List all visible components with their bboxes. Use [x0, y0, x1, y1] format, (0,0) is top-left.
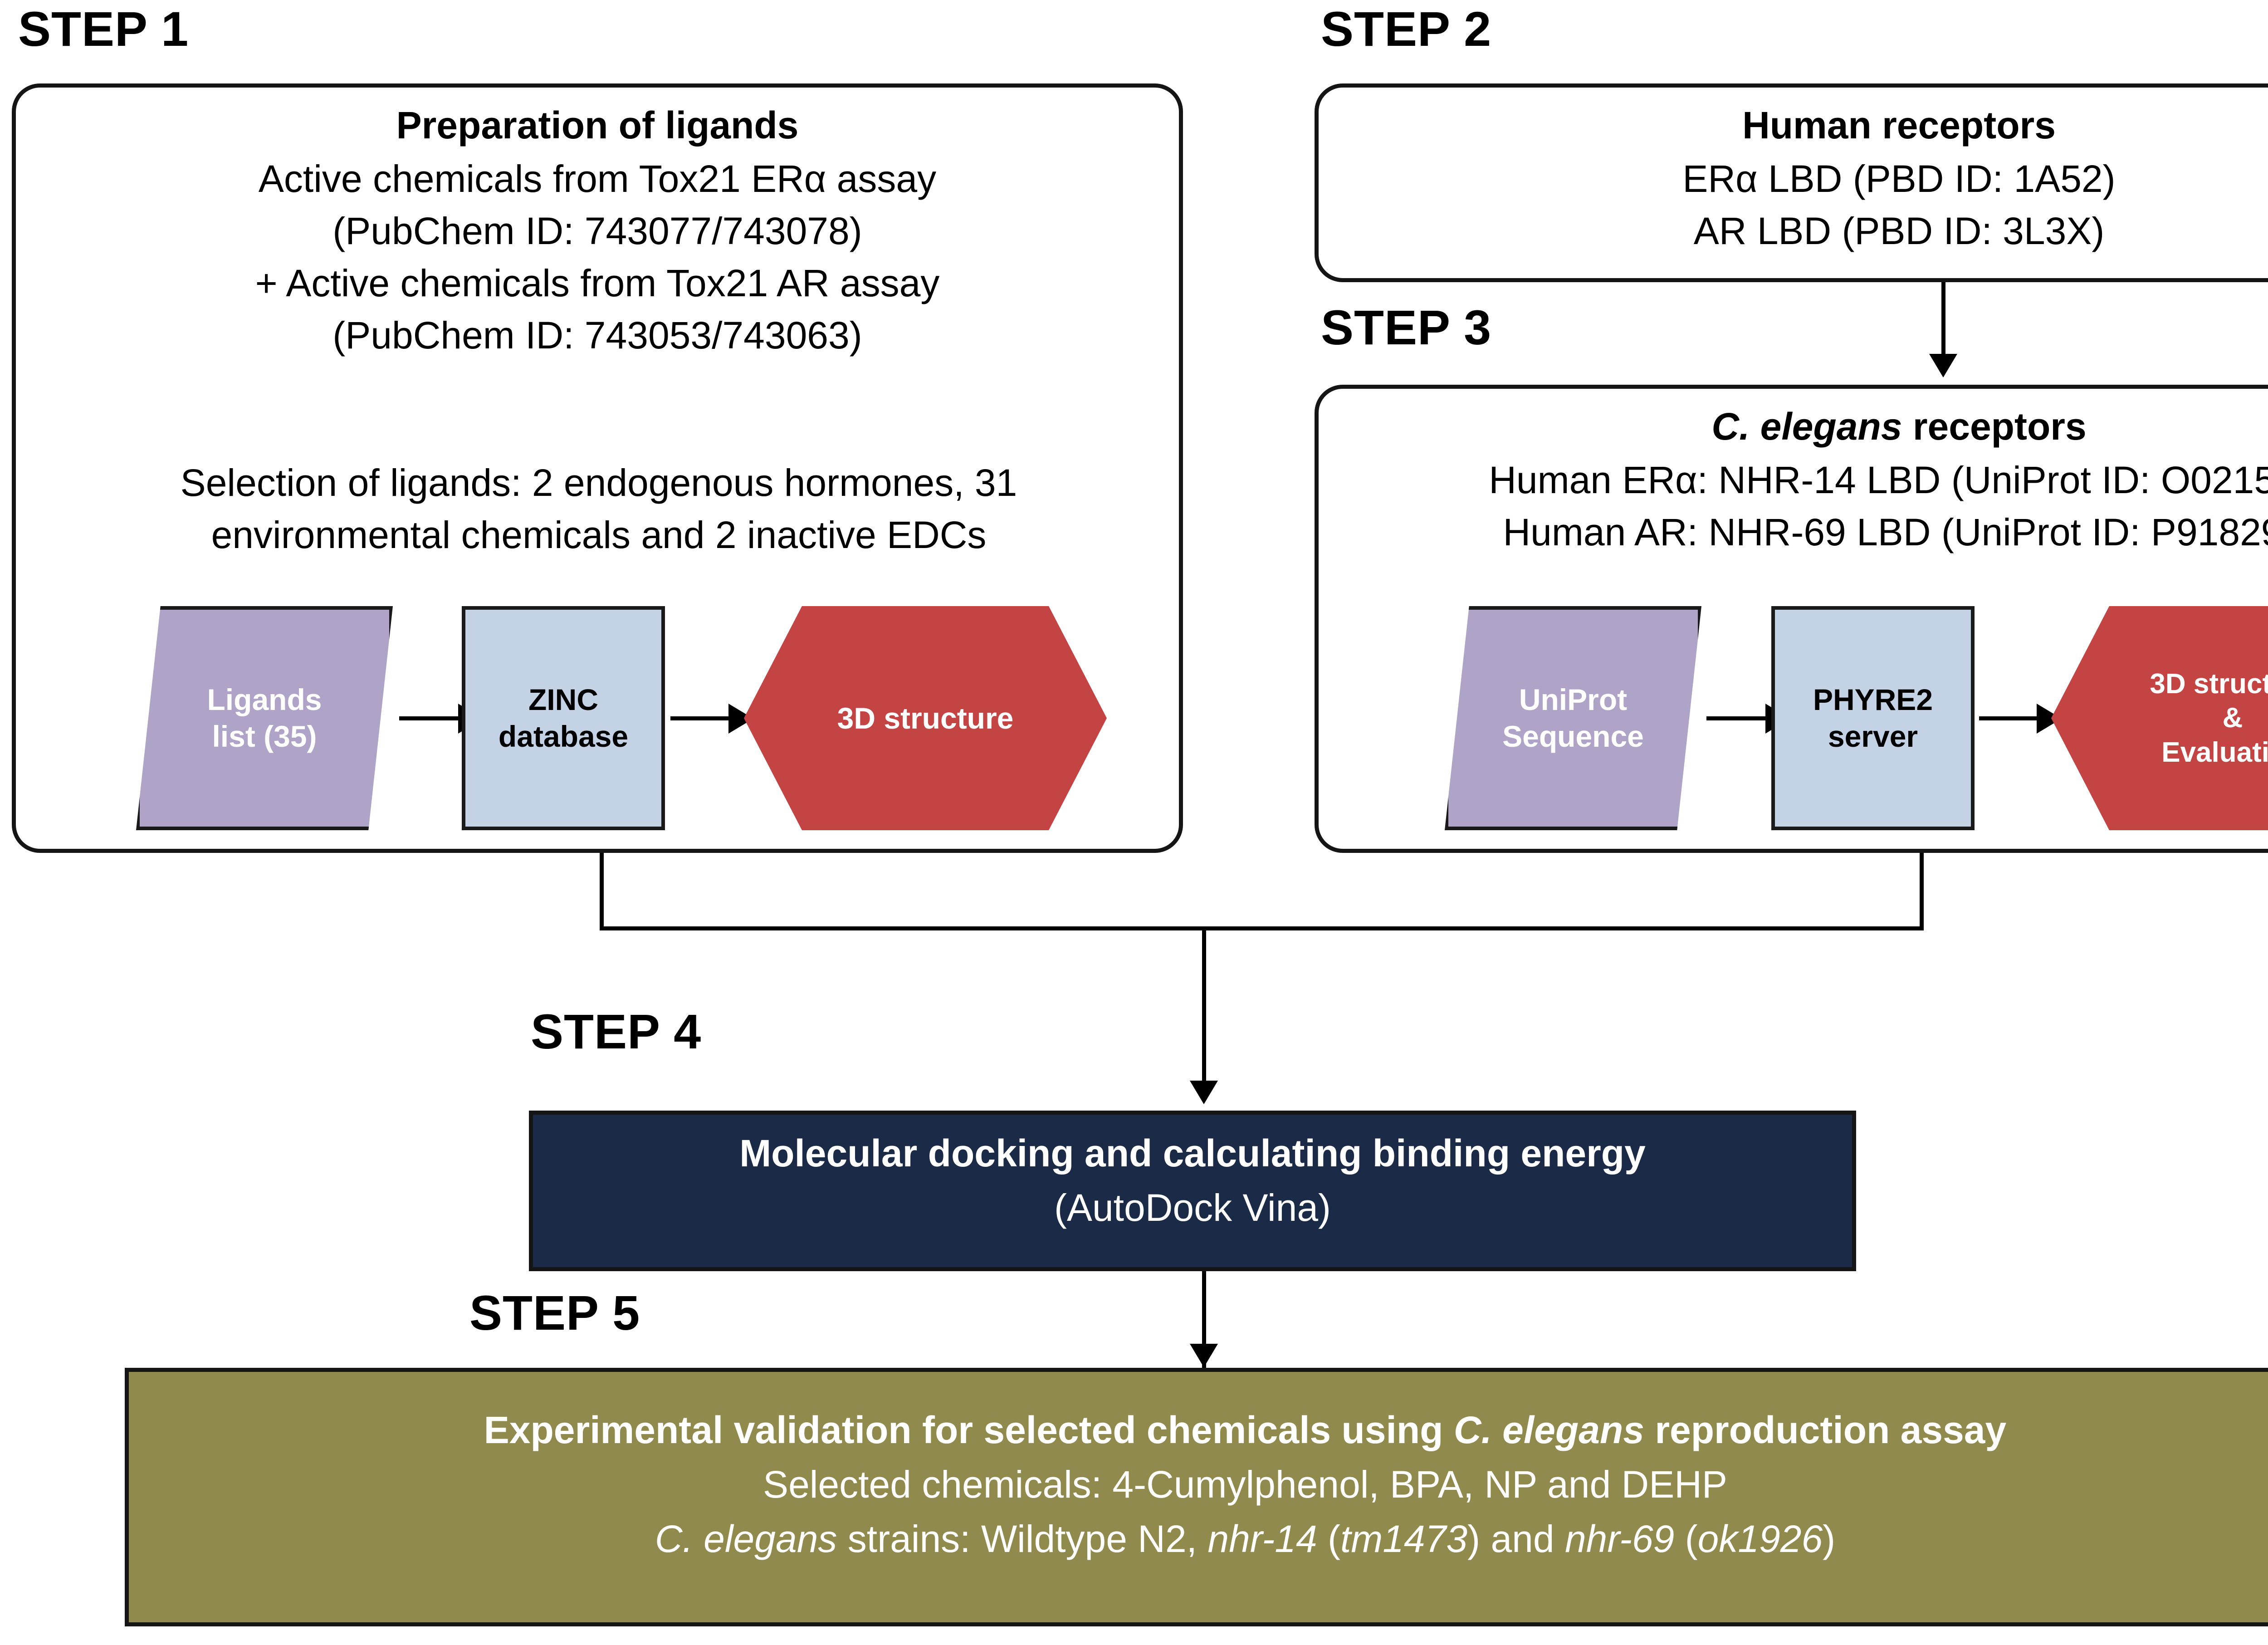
step-3-arrow-1-line — [1706, 716, 1783, 720]
step-3-arrow-2-line — [1979, 716, 2053, 720]
step-5-strains-line: C. elegans strains: Wildtype N2, nhr-14 … — [125, 1514, 2268, 1564]
step-5-label: STEP 5 — [469, 1285, 640, 1340]
step-1-node-ligands-list-line-2: list (35) — [212, 720, 317, 753]
step-4-title: Molecular docking and calculating bindin… — [739, 1132, 1646, 1175]
step-3-title-species: C. elegans — [1711, 405, 1902, 448]
step-2-line-2: AR LBD (PBD ID: 3L3X) — [1693, 210, 2105, 252]
step-1-node-zinc-database: ZINC database — [462, 606, 665, 830]
step-3-node-uniprot-sequence: UniProt Sequence — [1445, 606, 1701, 830]
step-5-title-part-1: Experimental validation for selected che… — [484, 1409, 1454, 1451]
step-1-node-3d-structure: 3D structure — [744, 606, 1107, 830]
step-1-line-3: + Active chemicals from Tox21 AR assay — [255, 262, 940, 304]
step-3-node-3d-structure-line-2: & — [2222, 702, 2243, 734]
step-1-node-zinc-database-line-2: database — [498, 720, 629, 753]
step-1-node-ligands-list: Ligands list (35) — [136, 606, 393, 830]
step-3-node-uniprot-sequence-line-1: UniProt — [1519, 683, 1628, 717]
step-4-to-5-arrowhead — [1190, 1344, 1218, 1367]
step-1-arrow-1-line — [399, 716, 476, 720]
step-4-to-5-connector-line — [1202, 1271, 1206, 1369]
step-5-title: Experimental validation for selected che… — [125, 1405, 2268, 1455]
step-5-title-species: C. elegans — [1453, 1409, 1644, 1451]
step-1-selection-line-1: Selection of ligands: 2 endogenous hormo… — [180, 461, 1017, 504]
step-1-node-ligands-list-line-1: Ligands — [207, 683, 322, 717]
step-5-strains-gene-1: nhr-14 — [1207, 1518, 1317, 1560]
step-3-node-phyre2-server-line-2: server — [1828, 720, 1918, 753]
step-2-label: STEP 2 — [1321, 1, 1492, 56]
step-5-strains-allele-2: ok1926 — [1697, 1518, 1823, 1560]
step-2-to-3-arrowhead — [1929, 354, 1957, 377]
step-2-line-1: ERα LBD (PBD ID: 1A52) — [1682, 157, 2116, 200]
step-5-title-part-2: reproduction assay — [1644, 1409, 2007, 1451]
step-2-to-3-connector-line — [1941, 282, 1945, 363]
merge-horizontal-connector — [600, 926, 1924, 930]
merge-to-step-4-arrowhead — [1190, 1081, 1218, 1104]
step-3-node-uniprot-sequence-line-2: Sequence — [1502, 720, 1644, 753]
step-1-line-2: (PubChem ID: 743077/743078) — [332, 210, 862, 252]
step-5-chemicals-line: Selected chemicals: 4-Cumylphenol, BPA, … — [763, 1463, 1727, 1506]
step-1-node-zinc-database-line-1: ZINC — [528, 683, 598, 717]
step-4-subtitle: (AutoDock Vina) — [1054, 1186, 1331, 1229]
step-2-panel — [1315, 83, 2268, 282]
step-5-strains-allele-2-open: ( — [1674, 1518, 1698, 1560]
step-1-down-connector — [600, 853, 604, 930]
step-1-title: Preparation of ligands — [396, 104, 799, 147]
step-5-strains-allele-1-open: ( — [1317, 1518, 1340, 1560]
step-5-box — [125, 1368, 2268, 1626]
step-3-node-phyre2-server: PHYRE2 server — [1771, 606, 1975, 830]
step-5-strains-mid: strains: Wildtype N2, — [837, 1518, 1208, 1560]
step-1-node-3d-structure-line-1: 3D structure — [837, 701, 1014, 735]
step-3-node-3d-structure-line-1: 3D structure — [2150, 668, 2268, 700]
step-1-arrow-2-line — [670, 716, 745, 720]
merge-to-step-4-connector — [1202, 926, 1206, 1091]
step-5-strains-species: C. elegans — [655, 1518, 837, 1560]
step-1-selection-line-2: environmental chemicals and 2 inactive E… — [211, 514, 987, 556]
step-3-node-phyre2-server-line-1: PHYRE2 — [1813, 683, 1933, 717]
step-2-title: Human receptors — [1742, 104, 2056, 147]
step-1-line-1: Active chemicals from Tox21 ERα assay — [258, 157, 937, 200]
step-3-line-2: Human AR: NHR-69 LBD (UniProt ID: P91829… — [1503, 511, 2268, 553]
step-3-node-3d-structure-line-3: Evaluation — [2161, 736, 2268, 768]
step-3-title: C. elegans receptors — [1315, 402, 2268, 451]
step-5-strains-allele-1: tm1473 — [1340, 1518, 1468, 1560]
step-3-title-rest: receptors — [1902, 405, 2087, 448]
step-5-strains-allele-2-close: ) — [1823, 1518, 1836, 1560]
step-3-line-1: Human ERα: NHR-14 LBD (UniProt ID: O0215… — [1489, 459, 2268, 501]
step-4-box — [529, 1111, 1856, 1271]
step-1-line-4: (PubChem ID: 743053/743063) — [332, 314, 862, 357]
step-5-strains-gene-2: nhr-69 — [1564, 1518, 1675, 1560]
step-1-label: STEP 1 — [18, 1, 189, 56]
step-4-label: STEP 4 — [531, 1004, 702, 1059]
step-3-down-connector — [1920, 853, 1924, 930]
step-5-strains-allele-1-close: ) and — [1467, 1518, 1565, 1560]
step-3-label: STEP 3 — [1321, 300, 1492, 355]
